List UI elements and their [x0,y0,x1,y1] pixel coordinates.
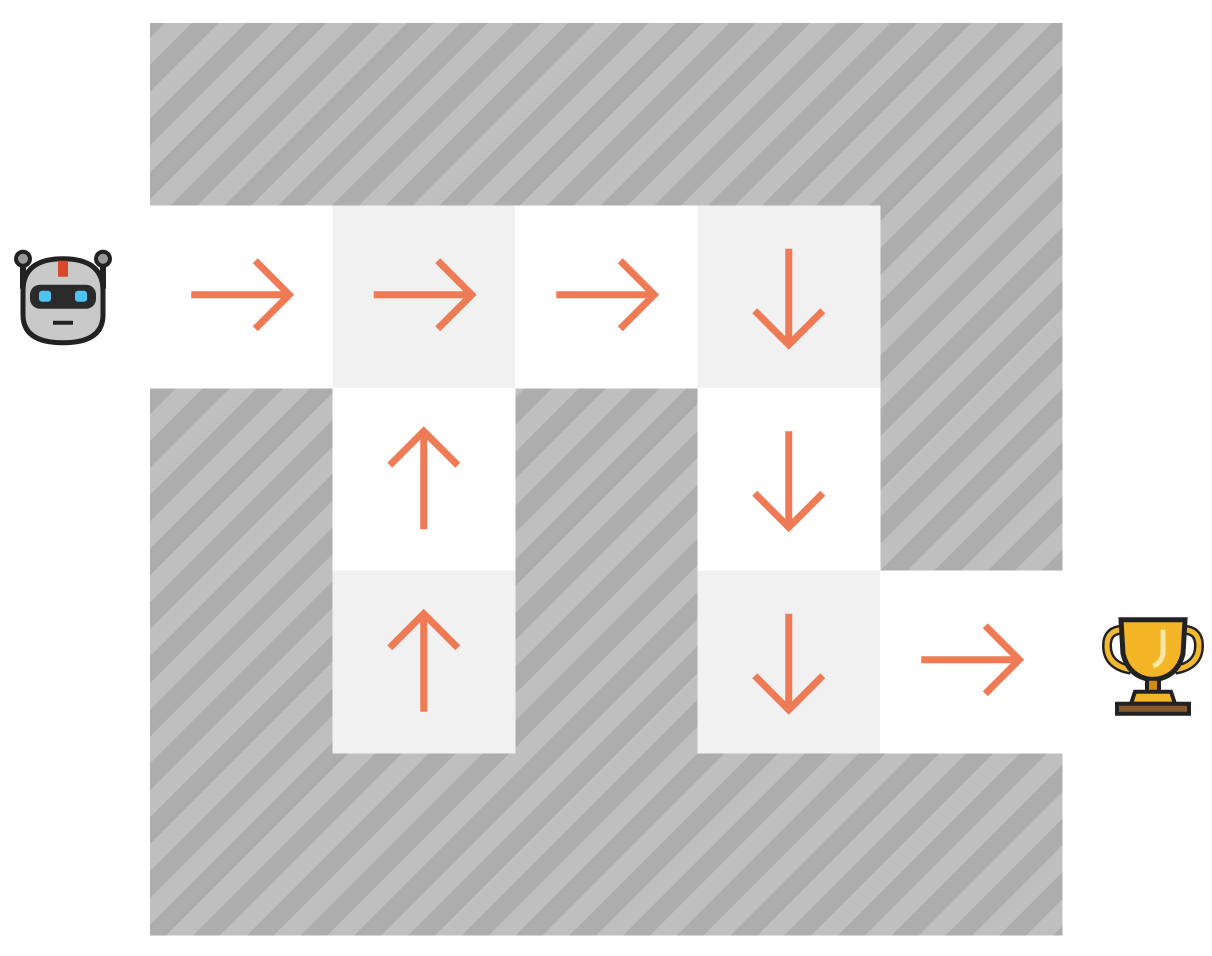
arrow-up-icon [387,426,461,530]
goal-layer [1101,617,1205,716]
arrow-down-icon [752,431,826,533]
maze-grid [150,23,1063,936]
robot-icon [14,249,112,346]
arrow-down-icon [752,613,826,715]
trophy-icon [1101,617,1205,716]
arrow-right-icon [373,258,477,332]
wall-region [150,23,1063,936]
arrow-right-icon [556,258,660,332]
arrow-right-icon [921,623,1025,697]
arrow-up-icon [387,608,461,712]
agent-layer [14,249,112,346]
arrow-right-icon [191,258,295,332]
arrow-down-icon [752,248,826,350]
